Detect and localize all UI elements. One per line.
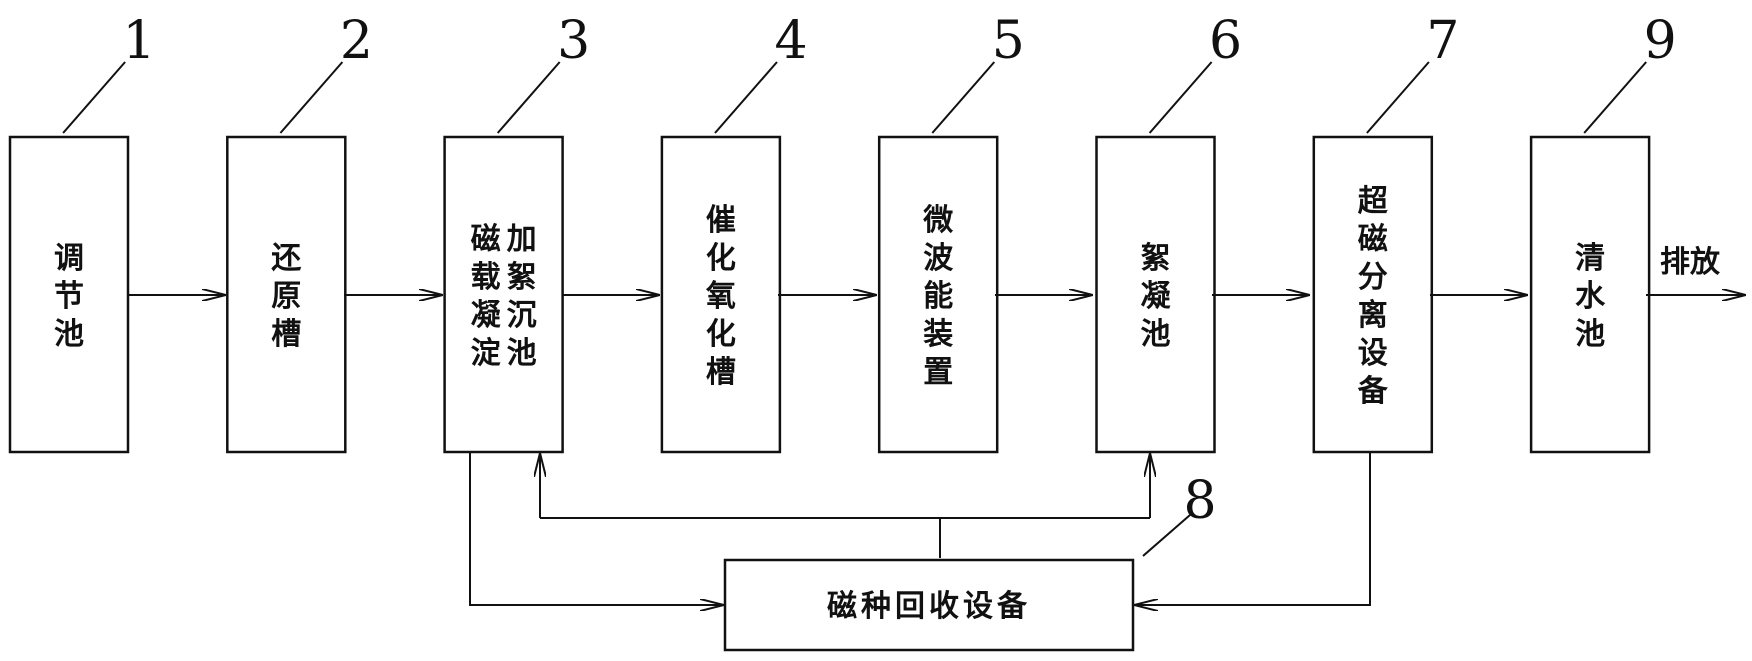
process-block-7-label-col-1: 超磁分离设备 [1358,184,1389,409]
leader-line-2 [279,61,344,134]
process-block-6-label-col-1: 絮凝池 [1141,241,1172,352]
process-block-9-label-col-1: 清水池 [1575,241,1606,352]
block-number-1: 1 [123,11,156,71]
process-block-2 [226,135,347,454]
leader-line-9 [1583,61,1647,134]
line-from-3-to-recovery [469,452,723,605]
leader-line-1 [62,61,126,134]
process-block-9 [1529,135,1651,454]
output-label: 排放 [1660,245,1721,280]
block-number-9: 9 [1644,11,1677,71]
recovery-number: 8 [1183,471,1216,531]
block-number-2: 2 [340,11,373,71]
leader-line-3 [496,61,561,134]
process-block-6 [1095,135,1216,454]
block-number-6: 6 [1209,11,1242,71]
line-from-7-to-recovery [1135,452,1371,605]
process-block-5-label-col-1: 微波能装置 [922,203,954,390]
process-block-3-label-col-1: 加絮沉池 [507,222,537,371]
process-block-3 [443,135,564,454]
process-block-4-label-col-1: 催化氧化槽 [706,203,736,390]
process-block-7 [1312,135,1434,454]
recovery-leader-line [1142,514,1191,557]
leader-line-6 [1148,61,1213,134]
process-block-5 [877,135,999,454]
block-number-5: 5 [992,11,1025,71]
block-number-4: 4 [774,11,807,71]
block-number-7: 7 [1426,11,1459,71]
process-block-3-label-col-2: 磁载凝淀 [471,222,502,371]
leader-line-4 [714,61,778,134]
leader-line-7 [1366,61,1430,134]
block-number-3: 3 [557,11,590,71]
recycle-lines [469,452,1371,605]
process-block-1-label-col-1: 调节池 [54,241,84,352]
recovery-equipment-box [723,558,1135,652]
block-numbers: 1 2 3 4 5 6 7 9 [62,11,1677,134]
leader-line-5 [931,61,996,134]
process-block-2-label-col-1: 还原槽 [271,241,302,352]
process-block-1 [8,135,130,454]
recovery-equipment-label: 磁种回收设备 [827,589,1031,624]
process-block-4 [660,135,782,454]
